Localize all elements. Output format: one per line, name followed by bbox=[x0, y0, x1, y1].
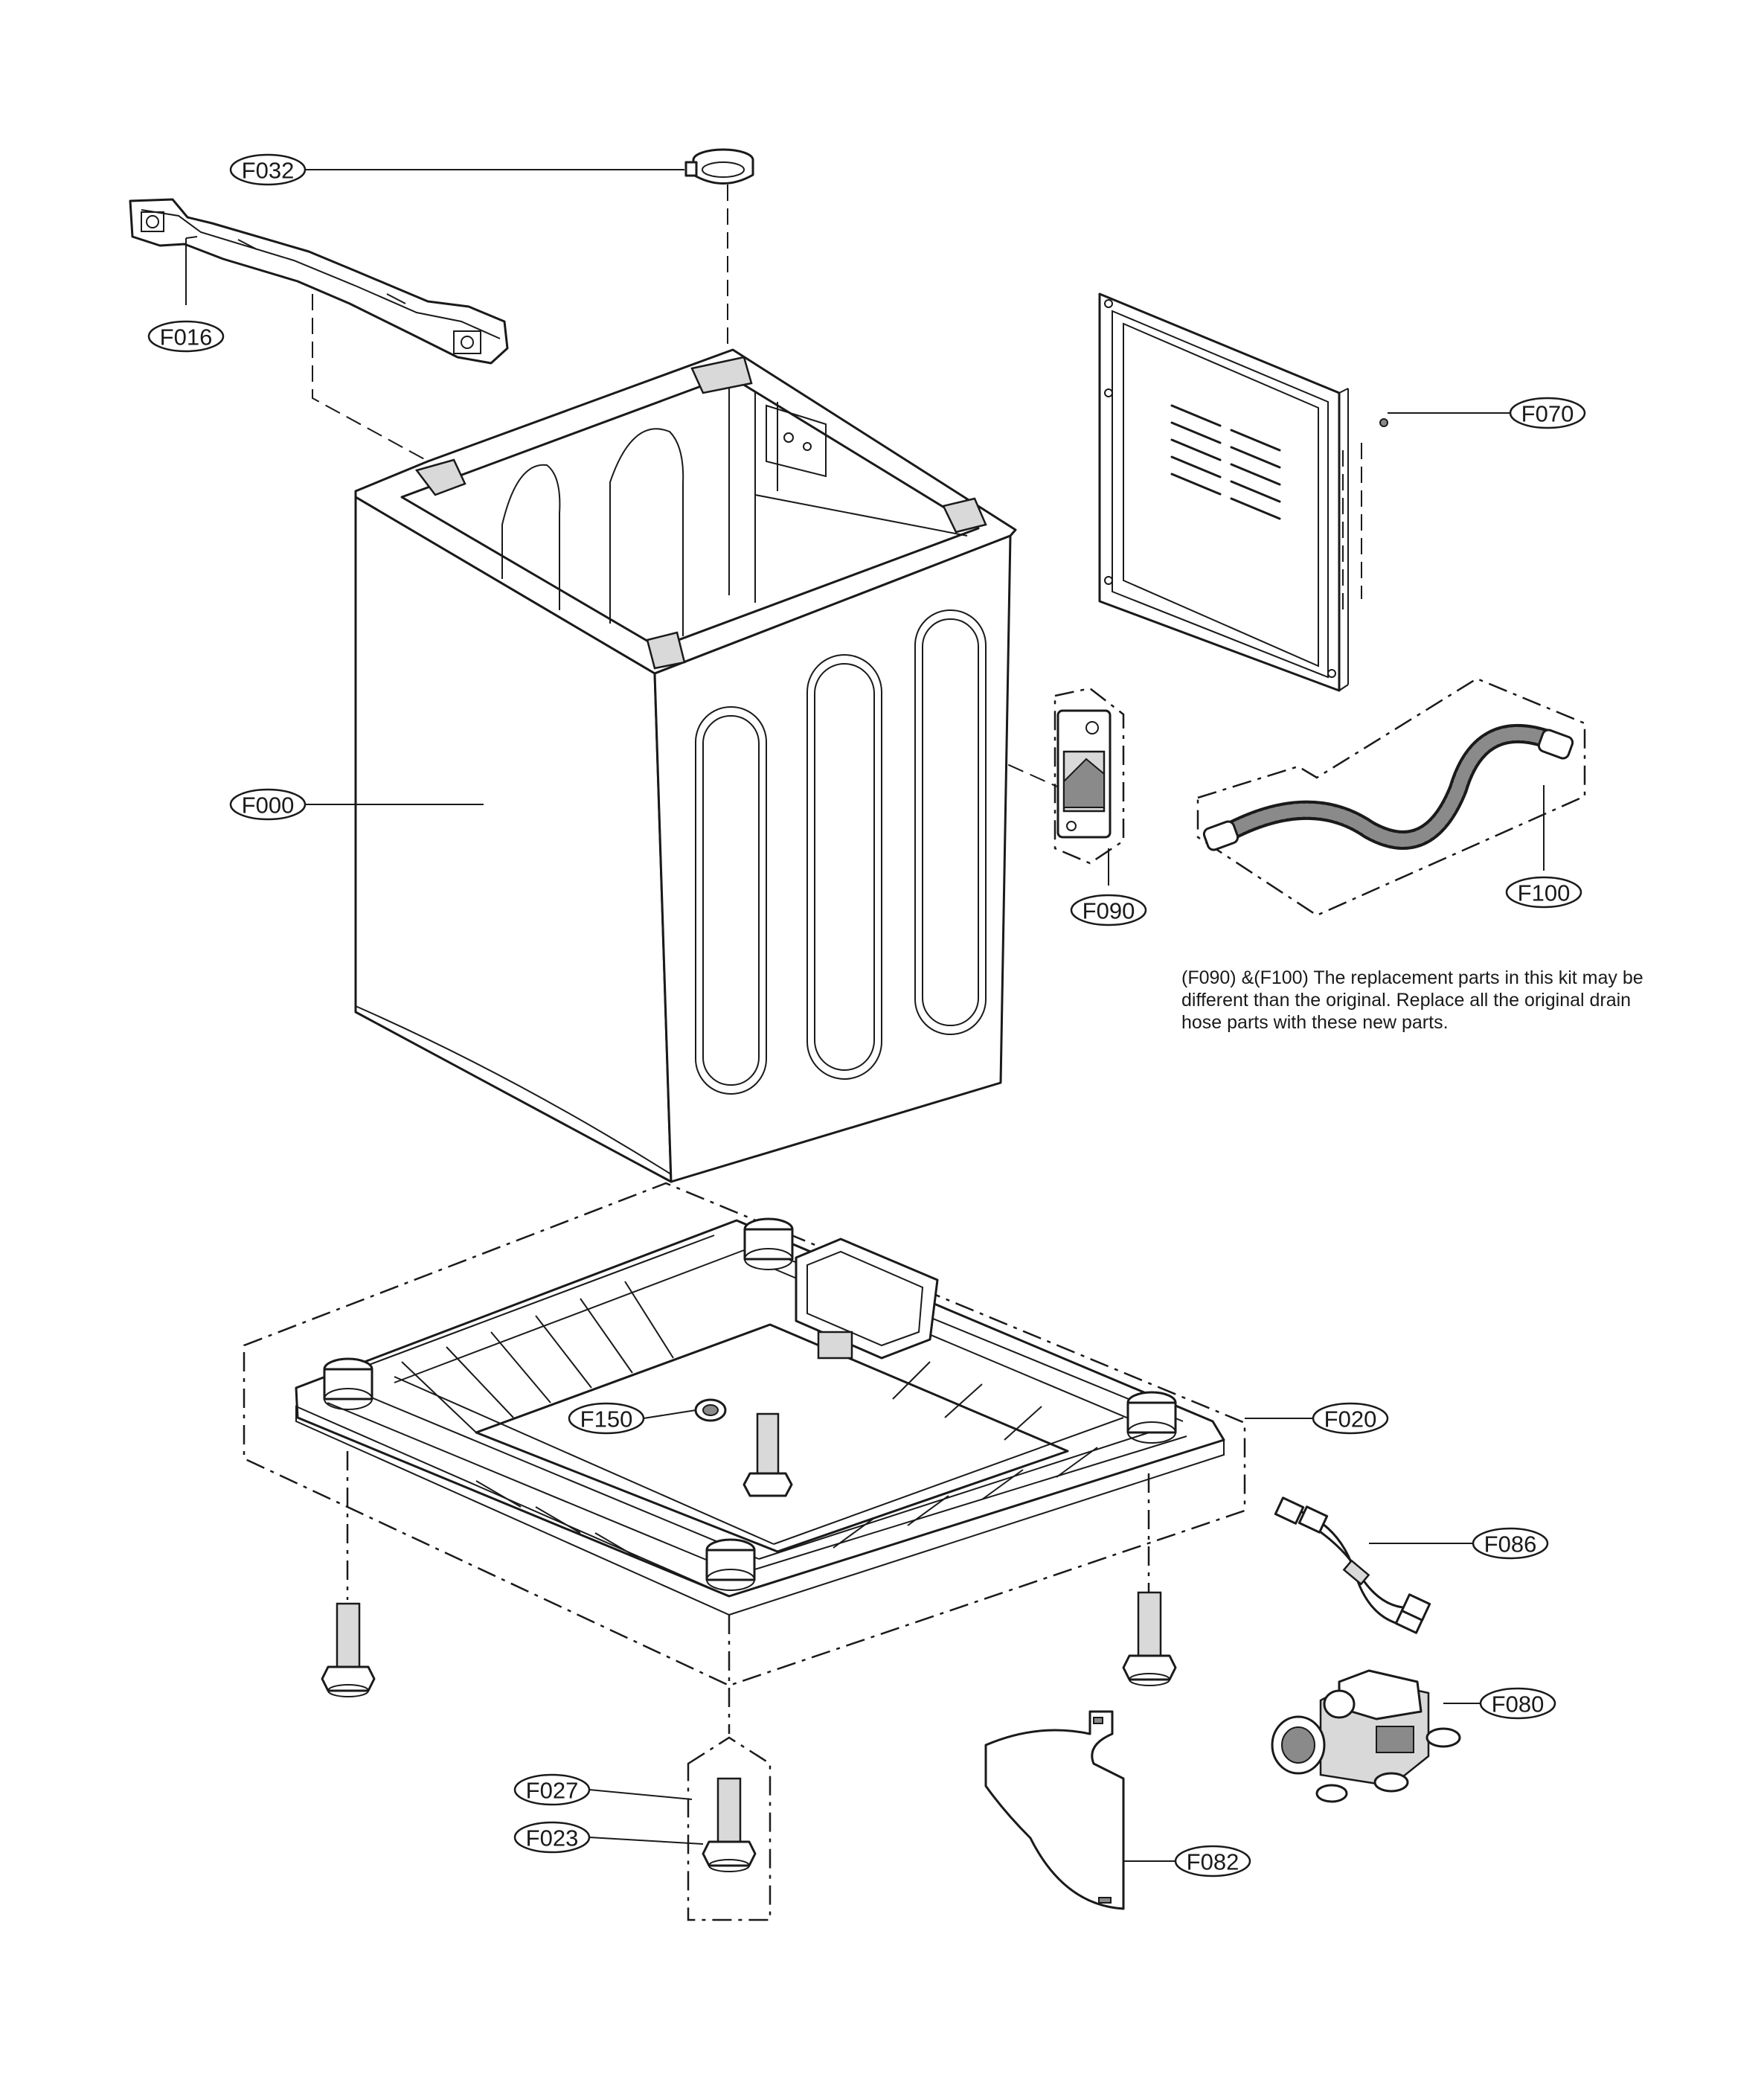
callout-f090-label: F090 bbox=[1083, 898, 1135, 924]
callout-f100-label: F100 bbox=[1518, 880, 1571, 906]
callout-f090: F090 bbox=[1070, 894, 1147, 926]
part-f080-drain-pump bbox=[1271, 1669, 1461, 1803]
note-line-3: hose parts with these new parts. bbox=[1181, 1012, 1449, 1033]
base-grid-ribs bbox=[327, 1235, 1187, 1575]
callout-f023: F023 bbox=[513, 1821, 591, 1854]
callout-f070: F070 bbox=[1509, 397, 1586, 429]
part-f027-f023-foot-detail bbox=[687, 1615, 772, 1921]
callout-f086-label: F086 bbox=[1484, 1531, 1537, 1558]
part-f082-bracket bbox=[984, 1710, 1125, 1910]
part-f086-wire-harness bbox=[1274, 1496, 1431, 1634]
callout-f100: F100 bbox=[1505, 876, 1582, 909]
callout-f000: F000 bbox=[229, 788, 307, 821]
callout-f023-label: F023 bbox=[526, 1825, 579, 1851]
callout-f082: F082 bbox=[1174, 1845, 1251, 1877]
callout-f032: F032 bbox=[229, 153, 307, 186]
base-feet-bosses bbox=[323, 1217, 1177, 1591]
callout-f016: F016 bbox=[147, 320, 225, 353]
replacement-note: (F090) &(F100) The replacement parts in … bbox=[1181, 967, 1643, 1033]
part-f020-base-frame bbox=[243, 1182, 1246, 1687]
callout-f020: F020 bbox=[1312, 1402, 1389, 1435]
callout-f016-label: F016 bbox=[160, 324, 213, 350]
note-line-1: (F090) &(F100) The replacement parts in … bbox=[1181, 967, 1643, 988]
callout-f150-label: F150 bbox=[580, 1406, 633, 1432]
callout-f032-label: F032 bbox=[242, 158, 295, 184]
part-f016-top-bracket bbox=[129, 198, 509, 365]
callout-f000-label: F000 bbox=[242, 793, 295, 819]
callout-f070-label: F070 bbox=[1521, 401, 1574, 427]
note-line-2: different than the original. Replace all… bbox=[1181, 990, 1631, 1011]
callout-f020-label: F020 bbox=[1324, 1406, 1377, 1432]
callout-f086: F086 bbox=[1472, 1527, 1549, 1560]
vent-slots-right bbox=[1230, 429, 1281, 520]
callout-f150: F150 bbox=[568, 1402, 645, 1435]
callout-f027: F027 bbox=[513, 1773, 591, 1806]
callout-f082-label: F082 bbox=[1187, 1849, 1239, 1875]
vent-slots-left bbox=[1170, 404, 1222, 496]
part-f100-drain-hose bbox=[1196, 677, 1586, 917]
callout-f080: F080 bbox=[1479, 1687, 1556, 1720]
callout-f027-label: F027 bbox=[526, 1778, 579, 1804]
part-f000-cabinet bbox=[354, 348, 1017, 1183]
leveling-foot-right bbox=[1122, 1473, 1177, 1686]
leveling-foot-center bbox=[743, 1412, 793, 1497]
part-f150-cap bbox=[694, 1398, 727, 1422]
part-f032-hose-clip bbox=[684, 148, 754, 185]
part-f070-rear-panel bbox=[1098, 292, 1388, 692]
callout-f080-label: F080 bbox=[1492, 1691, 1545, 1718]
callout-leader-lines bbox=[185, 169, 1545, 1862]
leveling-foot-left bbox=[321, 1451, 376, 1697]
part-f090-drain-guide bbox=[1053, 687, 1125, 865]
